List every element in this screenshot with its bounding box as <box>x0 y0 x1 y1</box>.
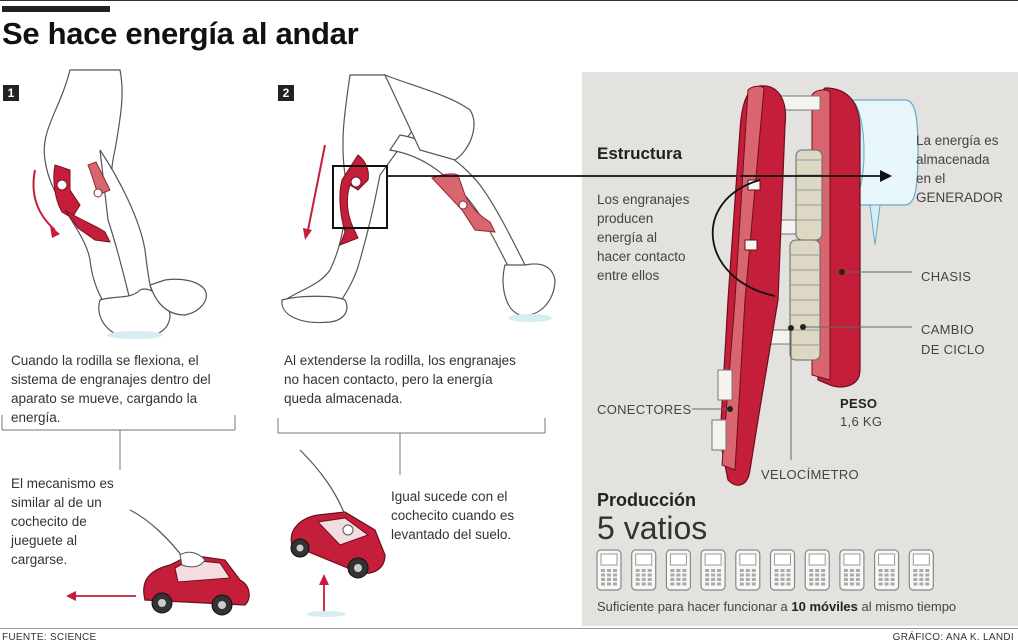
step-1-line: Cuando la rodilla se flexiona, el <box>11 353 199 368</box>
gears-note-line: hacer contacto <box>597 249 686 264</box>
phone-icon <box>596 549 622 591</box>
phone-icon <box>631 549 657 591</box>
gears-note-line: producen <box>597 211 654 226</box>
leg-illustration-2 <box>281 73 556 324</box>
produccion-value: 5 vatios <box>597 510 708 546</box>
car-arrowhead-2 <box>319 574 329 585</box>
top-rule <box>0 0 1018 1</box>
peso-title: PESO <box>840 396 878 411</box>
step-2-line: queda almacenada. <box>284 391 403 406</box>
caption-post: al mismo tiempo <box>857 599 957 614</box>
step-1-line: aparato se mueve, cargando la <box>11 391 198 406</box>
generator-note: La energía es almacenada en el GENERADOR <box>916 131 1016 207</box>
phone-icon <box>700 549 726 591</box>
generator-note-line: almacenada <box>916 152 990 167</box>
car-note-2-line: levantado del suelo. <box>391 527 512 542</box>
peso-value: 1,6 KG <box>840 414 883 429</box>
velocimetro-label: VELOCÍMETRO <box>761 467 859 482</box>
phone-icon <box>769 549 796 591</box>
produccion-heading: Producción <box>597 490 697 510</box>
produccion-caption: Suficiente para hacer funcionar a 10 móv… <box>597 597 956 616</box>
device-structure <box>692 85 919 486</box>
car-note-2-line: cochecito cuando es <box>391 508 515 523</box>
estructura-heading: Estructura <box>597 144 683 163</box>
car-note-1-line: jueguete al <box>11 533 78 548</box>
motion-arrowhead-2 <box>303 228 312 240</box>
caption-pre: Suficiente para hacer funcionar a <box>597 599 792 614</box>
step-2-text: Al extenderse la rodilla, los engranajes… <box>284 351 554 408</box>
motion-arrow-2 <box>307 144 326 231</box>
gears-note-line: Los engranajes <box>597 192 690 207</box>
car-note-1: El mecanismo es similar al de un cocheci… <box>11 474 131 569</box>
chasis-label: CHASIS <box>921 269 972 284</box>
cambio-label-line1: CAMBIO <box>921 322 975 337</box>
car-arrowhead-1 <box>66 591 76 601</box>
generator-note-line: en el <box>916 171 946 186</box>
bracket-2 <box>277 418 546 475</box>
car-note-1-line: cochecito de <box>11 514 87 529</box>
step-1-line: energía. <box>11 410 61 425</box>
footer-rule <box>0 628 1018 629</box>
gears-note-line: energía al <box>597 230 658 245</box>
car-note-1-line: El mecanismo es <box>11 476 114 491</box>
gears-note: Los engranajes producen energía al hacer… <box>597 190 717 285</box>
title-accent-bar <box>2 6 110 12</box>
car-note-1-line: similar al de un <box>11 495 102 510</box>
step-1-text: Cuando la rodilla se flexiona, el sistem… <box>11 351 241 427</box>
generator-note-line: La energía es <box>916 133 999 148</box>
generator-note-line: GENERADOR <box>916 190 1004 205</box>
car-note-1-line: cargarse. <box>11 552 68 567</box>
zoom-box <box>332 165 388 229</box>
step-1-line: sistema de engranajes dentro del <box>11 372 211 387</box>
conectores-label: CONECTORES <box>597 402 692 417</box>
step-2-line: no hacen contacto, pero la energía <box>284 372 493 387</box>
bracket-1 <box>1 415 236 470</box>
car-shadow-2 <box>306 611 346 617</box>
phone-icon <box>735 549 761 591</box>
toy-car-1 <box>129 509 250 616</box>
step-2-line: Al extenderse la rodilla, los engranajes <box>284 353 516 368</box>
shadow-1 <box>107 331 163 339</box>
motion-arrowhead-1 <box>50 226 60 238</box>
motion-arrow-1 <box>32 169 56 231</box>
footer-credit: GRÁFICO: ANA K. LANDI <box>892 632 1014 643</box>
car-note-2: Igual sucede con el cochecito cuando es … <box>391 487 551 544</box>
knee-device-1 <box>53 161 111 243</box>
phone-icon <box>873 549 900 591</box>
phone-icon <box>804 549 830 591</box>
shadow-2 <box>508 314 552 322</box>
phone-icon <box>839 549 865 591</box>
phone-icon <box>665 549 692 591</box>
page-title: Se hace energía al andar <box>2 16 359 51</box>
phone-icon <box>908 549 934 591</box>
gears-note-line: entre ellos <box>597 268 660 283</box>
car-note-2-line: Igual sucede con el <box>391 489 508 504</box>
toy-car-2 <box>290 449 386 579</box>
cambio-label-line2: DE CICLO <box>921 342 985 357</box>
knee-device-2 <box>339 154 496 246</box>
phone-icons <box>596 549 934 591</box>
step-2-number: 2 <box>278 85 294 101</box>
footer-source: FUENTE: SCIENCE <box>2 632 97 643</box>
step-1-number: 1 <box>3 85 19 101</box>
caption-bold: 10 móviles <box>791 599 858 614</box>
